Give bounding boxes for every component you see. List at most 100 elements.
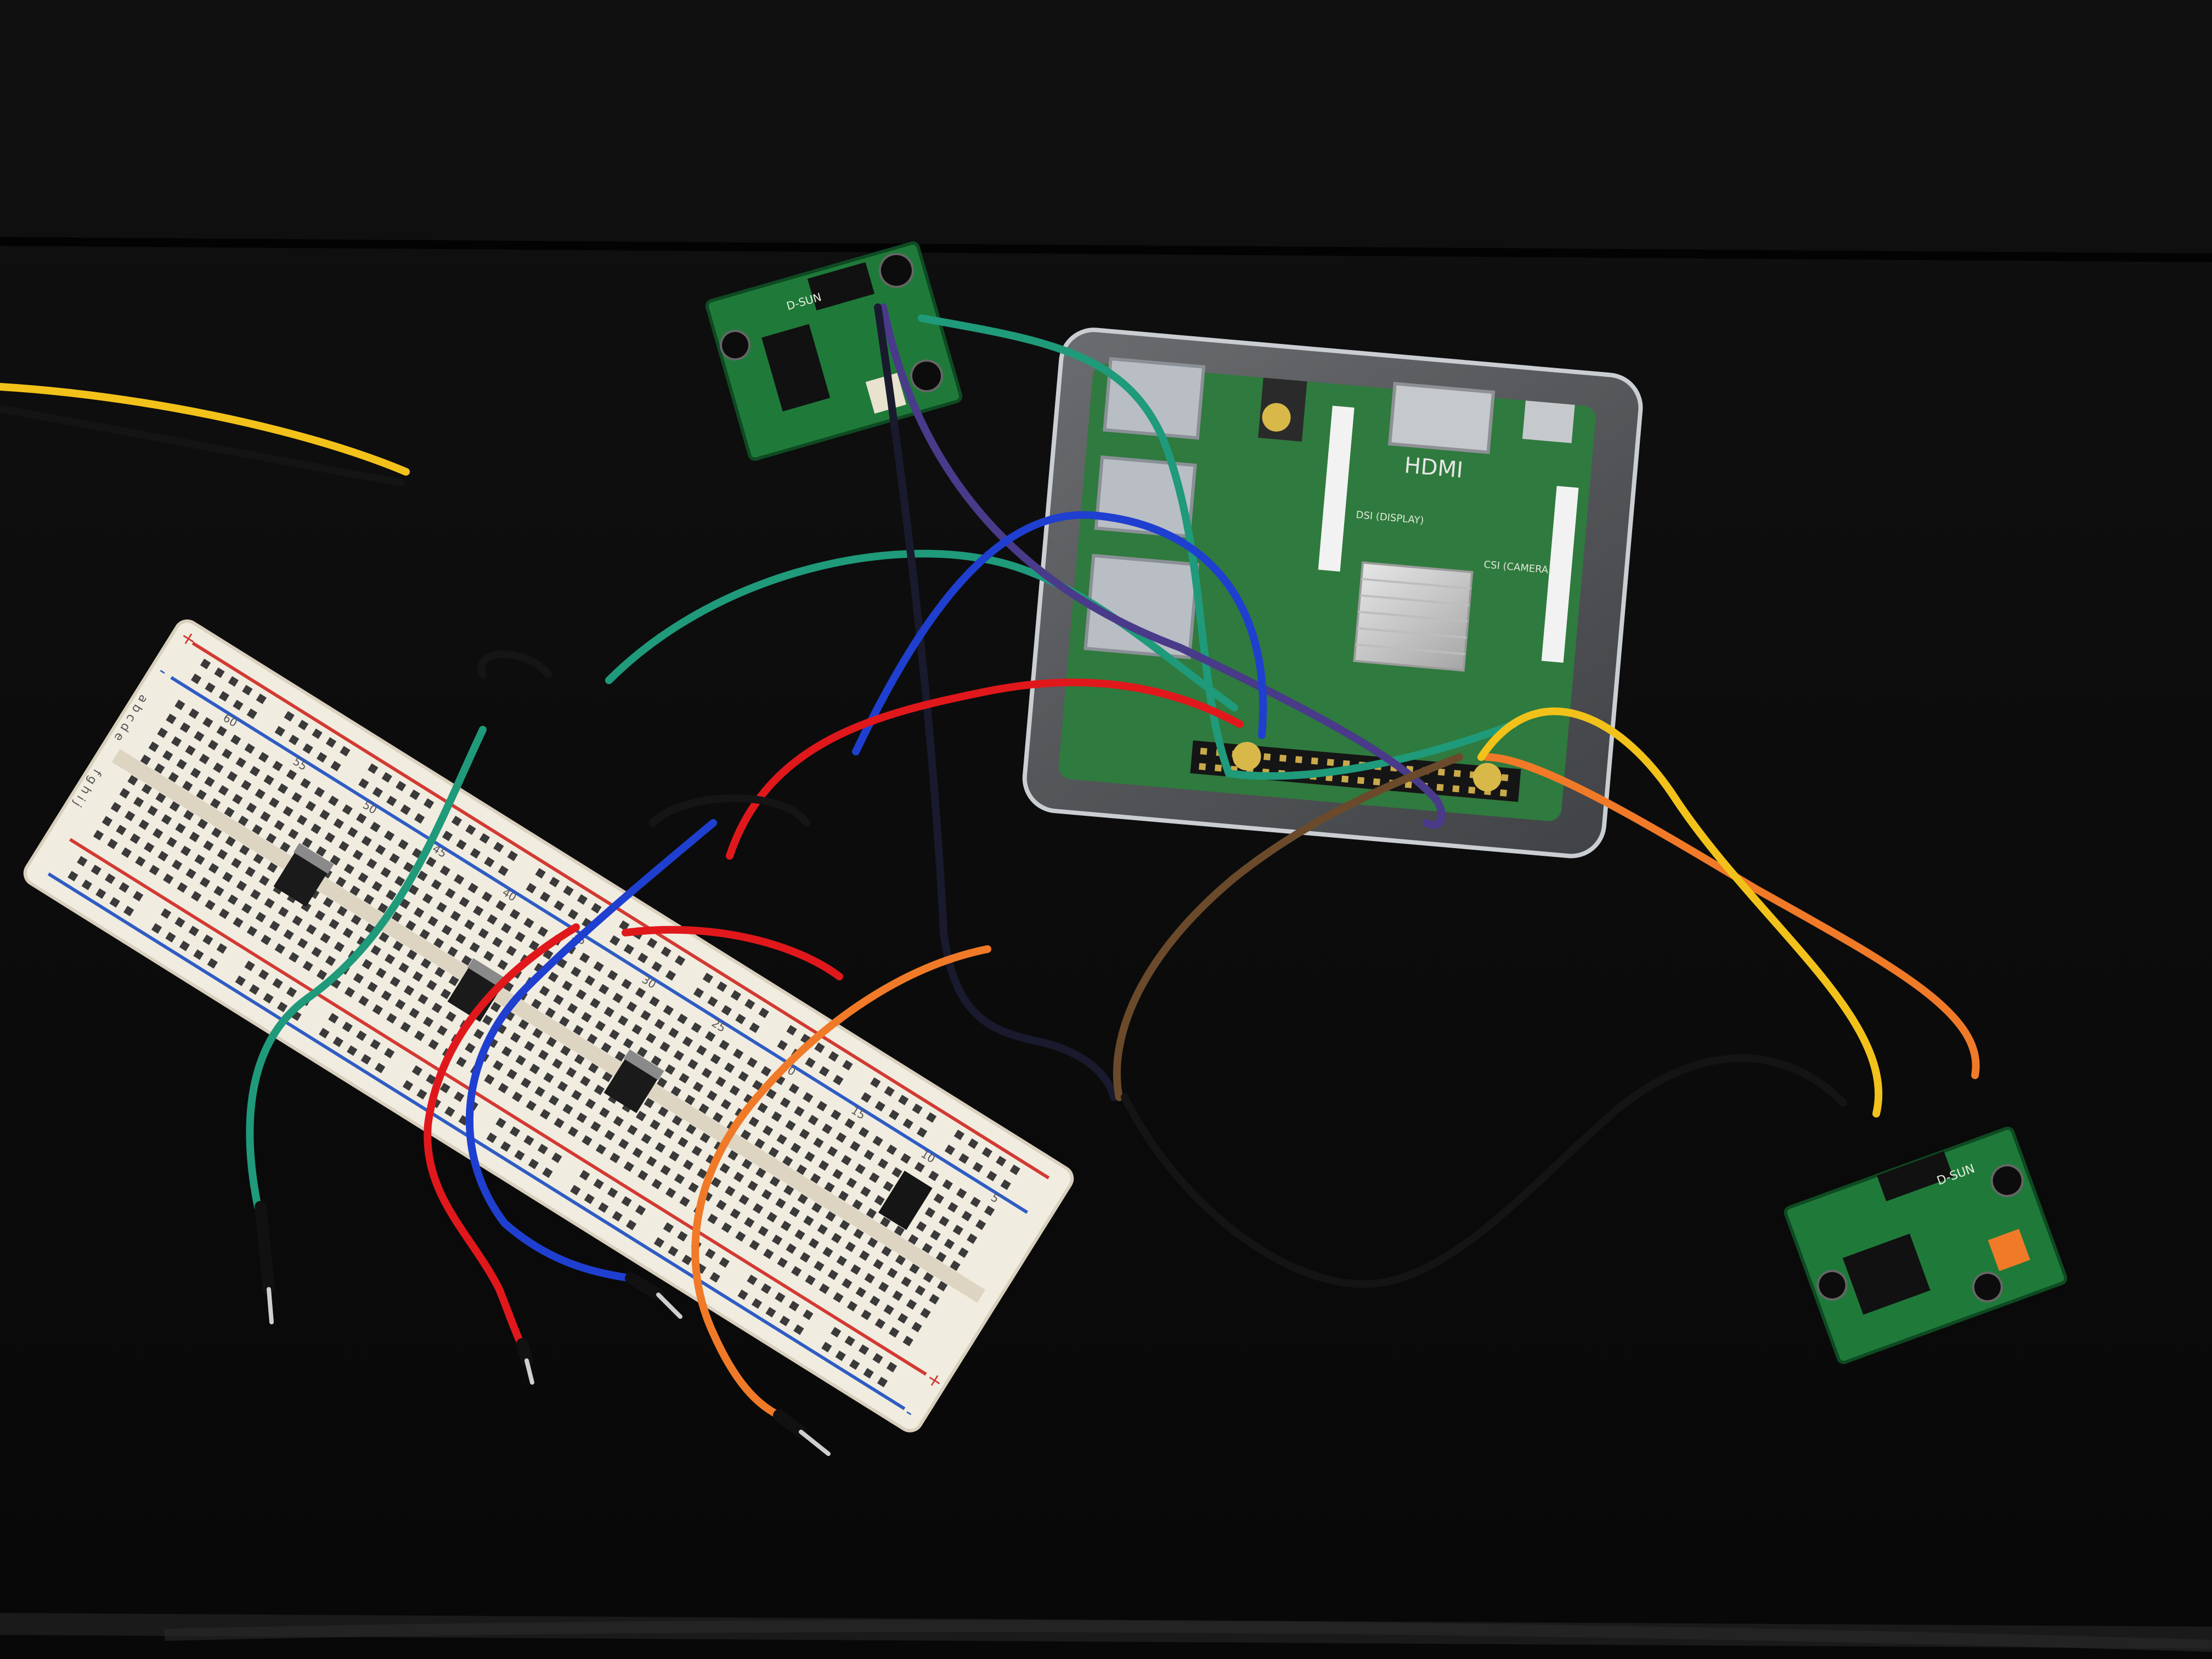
rail-hole [760,1283,772,1294]
terminal-hole [211,827,222,838]
rail-hole [647,938,658,949]
gpio-pin [1279,754,1286,762]
terminal-hole [183,810,194,821]
power-port [1522,400,1575,443]
terminal-hole [210,798,221,809]
terminal-hole [833,1292,844,1303]
terminal-hole [595,1020,606,1031]
rail-hole [786,1025,797,1036]
terminal-hole [300,778,311,789]
terminal-hole [395,999,406,1010]
terminal-hole [419,929,430,940]
rail-hole [737,1289,748,1300]
terminal-hole [886,1144,898,1155]
terminal-hole [343,864,355,874]
terminal-hole [119,788,130,799]
terminal-hole [906,1299,917,1310]
terminal-hole [760,1065,772,1077]
terminal-hole [464,919,475,930]
terminal-hole [521,1077,532,1088]
terminal-hole [911,1322,922,1333]
rail-hole [716,981,727,992]
terminal-hole [306,924,317,935]
rail-hole [625,1220,637,1231]
terminal-hole [129,833,140,844]
terminal-hole [914,1161,925,1173]
rail-hole [246,708,257,719]
terminal-hole [710,1053,721,1065]
terminal-hole [157,850,168,862]
gpio-pin [1214,764,1222,772]
terminal-hole [660,1165,671,1176]
wire-red-top [726,678,1244,860]
pir-top-capacitor-2 [910,359,943,393]
terminal-hole [644,1097,655,1109]
hdmi-port [1387,382,1496,454]
terminal-hole [398,839,409,850]
terminal-hole [236,880,247,891]
terminal-hole [524,1041,535,1052]
terminal-hole [371,881,382,892]
rail-hole [744,998,755,1009]
gpio-pin [1263,753,1271,761]
terminal-hole [246,926,258,936]
terminal-hole [782,1155,793,1166]
terminal-hole [342,804,353,815]
terminal-hole [641,1133,652,1144]
rail-hole [381,772,392,783]
rail-hole [312,728,323,740]
terminal-hole [640,1010,651,1021]
terminal-hole [725,1186,736,1197]
hdmi-label: HDMI [1403,453,1464,483]
rail-hole [981,1147,992,1158]
terminal-hole [933,1193,944,1204]
terminal-hole [227,894,239,905]
terminal-hole [217,849,228,860]
terminal-hole [716,1199,727,1211]
gpio-pin [1342,760,1350,768]
gpio-pin [1327,759,1334,766]
terminal-hole [297,938,308,949]
rail-hole [372,787,383,798]
terminal-hole [867,1237,878,1248]
rail-hole [944,1144,956,1155]
terminal-hole [344,986,356,998]
terminal-hole [154,763,165,774]
gpio-pin [1501,774,1509,781]
rail-hole [858,1344,870,1355]
transistor-2-tab [467,958,508,989]
terminal-hole [838,1190,849,1201]
rail-hole [958,1153,969,1164]
terminal-hole [674,1173,685,1184]
terminal-hole [398,962,409,973]
terminal-hole [166,713,177,725]
terminal-hole [761,1189,772,1200]
gpio-pin [1311,757,1318,765]
terminal-hole [691,1022,702,1033]
terminal-hole [947,1202,958,1213]
rail-hole [258,969,269,980]
terminal-hole [399,898,410,910]
terminal-hole [724,1062,735,1073]
terminal-hole [213,762,224,774]
rail-hole [833,1075,844,1086]
pin-end-green-tip [267,1287,274,1324]
terminal-hole [791,1266,802,1277]
terminal-hole [719,1040,730,1051]
terminal-hole [859,1250,870,1261]
terminal-hole [320,933,331,944]
terminal-hole [394,876,405,887]
rail-hole [319,1028,330,1039]
rail-hole [400,804,411,815]
rail-hole [579,1170,590,1181]
rail-hole [735,1013,746,1025]
terminal-hole [246,802,257,814]
terminal-hole [314,787,325,798]
gpio-pin [1436,783,1444,791]
terminal-hole [335,876,347,888]
terminal-hole [691,1146,702,1156]
terminal-hole [659,1041,670,1052]
rail-hole [705,1248,716,1259]
terminal-hole [705,1031,716,1042]
terminal-hole [194,731,205,742]
